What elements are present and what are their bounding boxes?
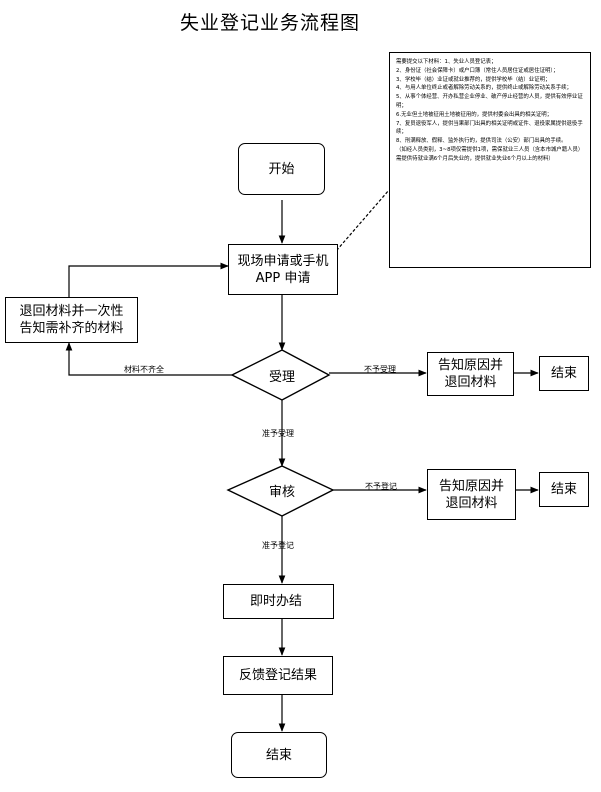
edge-label-not-registered: 不予登记 (365, 482, 397, 491)
page-title: 失业登记业务流程图 (179, 12, 360, 34)
note-connector (329, 189, 390, 259)
note-line: 2、身份证（社会保障卡）或户口簿（常住人员居住证或居住证明）； (396, 67, 559, 74)
note-line: 6.无业但土地被征用土地被征用的，提供村委会出具的相关证明； (396, 111, 553, 118)
required-materials-note: 需要提交以下材料：1、失业人员登记表； 2、身份证（社会保障卡）或户口簿（常住人… (389, 52, 591, 268)
notify1-label-line1: 告知原因并 (437, 358, 503, 373)
end-label: 结束 (265, 747, 292, 763)
end1-label: 结束 (550, 366, 577, 381)
apply-label-line1: 现场申请或手机 (237, 253, 329, 269)
review-label: 审核 (268, 485, 295, 500)
edge-label-not-accepted: 不予受理 (364, 365, 396, 374)
note-line: 7、复员退役军人，提供当果部门出具的相关证明或证件、退役家属提供退役手续； (396, 120, 583, 136)
note-line: 8、刑满释放、假释、监外执行的，提供司法（公安）部门出具的手续。 (396, 138, 567, 145)
accept-diamond (230, 349, 331, 401)
notify2-node: 告知原因并 退回材料 (427, 469, 516, 520)
notify2-label-line1: 告知原因并 (438, 478, 504, 494)
end2-label: 结束 (550, 482, 577, 497)
edge-label-accepted: 准予受理 (262, 429, 294, 438)
end-node: 结束 (231, 732, 327, 778)
note-line: 3、学校毕（结）业证或就业推荐的，提供学校毕（结）业证明； (396, 76, 551, 83)
notify2-label-line2: 退回材料 (445, 495, 498, 511)
return-materials-node: 退回材料并一次性 告知需补齐的材料 (5, 297, 138, 343)
edge-return-apply (68, 262, 229, 297)
note-line: 4、与用人单位终止或者解除劳动关系的，提供终止或解除劳动关系手续； (396, 85, 572, 92)
accept-label: 受理 (268, 370, 295, 385)
note-line: （如经人员类别，3~8项仅需提供1项，需保就业三人员（含本市城户籍人员）需提供待… (396, 146, 584, 162)
feedback-label: 反馈登记结果 (238, 668, 317, 683)
review-diamond (226, 465, 335, 517)
feedback-node: 反馈登记结果 (223, 656, 333, 695)
start-node: 开始 (238, 143, 325, 195)
apply-label-line2: APP 申请 (255, 270, 311, 286)
notify1-label-line2: 退回材料 (444, 375, 497, 390)
end2-node: 结束 (539, 472, 589, 507)
process-label: 即时办结 (250, 594, 303, 609)
edge-label-incomplete: 材料不齐全 (124, 365, 164, 374)
end1-node: 结束 (539, 356, 589, 391)
start-label: 开始 (268, 161, 295, 177)
edge-accept-return (65, 342, 232, 376)
edge-label-registered: 准予登记 (262, 541, 294, 550)
return-label-line1: 退回材料并一次性 (19, 304, 124, 319)
note-line: 需要提交以下材料：1、失业人员登记表； (396, 59, 497, 65)
apply-node: 现场申请或手机 APP 申请 (228, 244, 338, 295)
process-node: 即时办结 (223, 584, 334, 619)
return-label-line2: 告知需补齐的材料 (19, 321, 124, 336)
notify1-node: 告知原因并 退回材料 (427, 352, 514, 396)
note-line: 5、从事个体经营、开办私营企业停业、破产停止经营的人员，提供有效停业证明； (396, 94, 583, 109)
